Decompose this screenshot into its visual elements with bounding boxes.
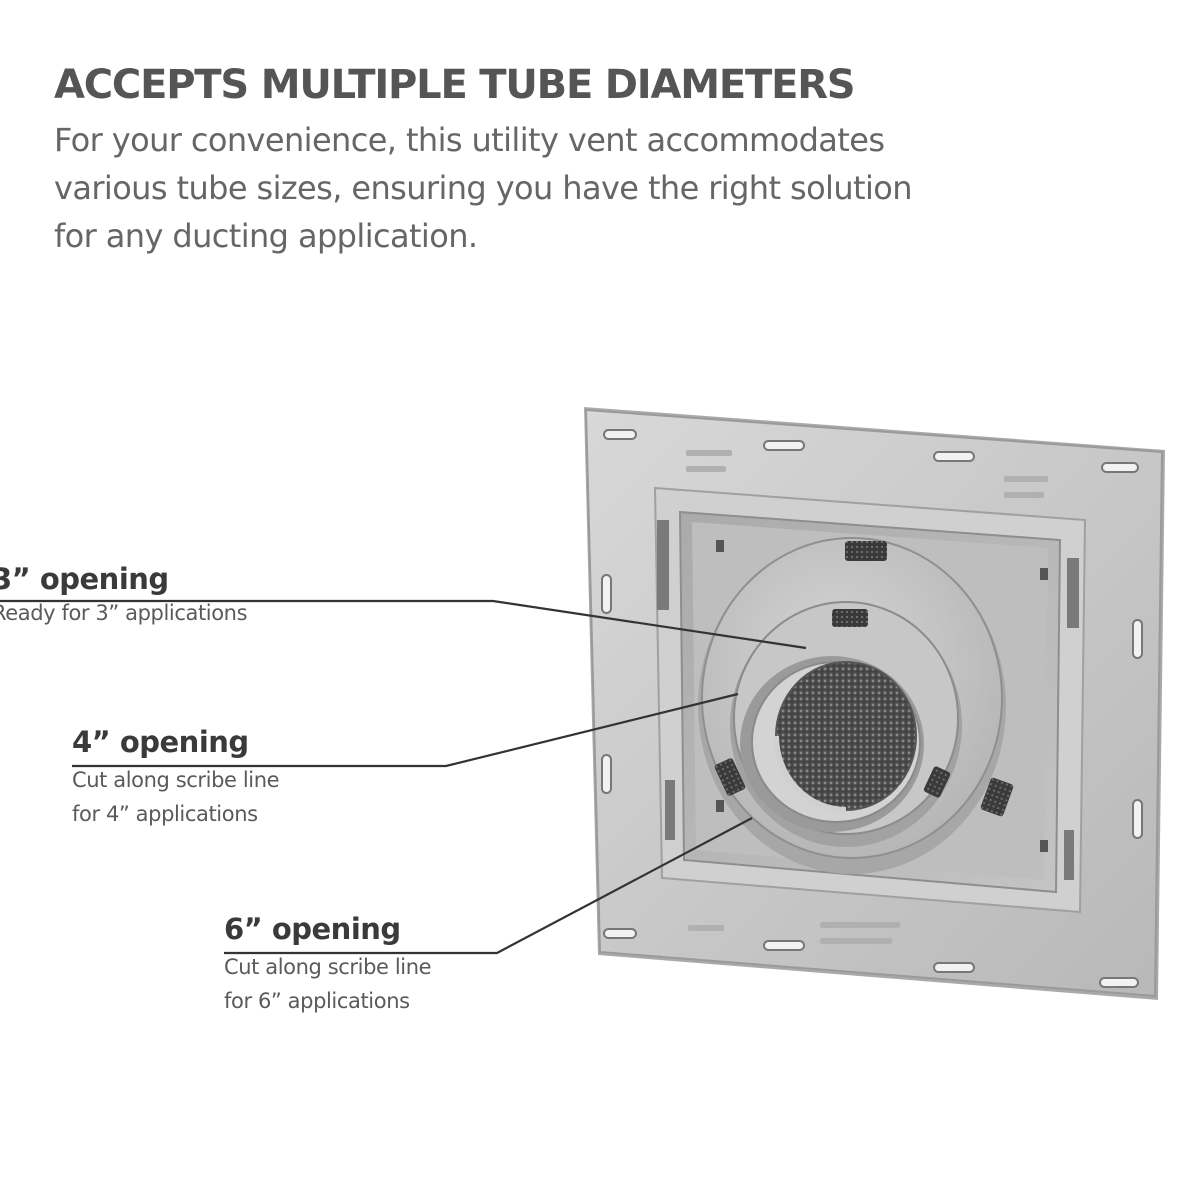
callout-title: 4” opening [72,725,249,759]
callout-description: for 4” applications [72,802,258,826]
callout-description: for 6” applications [224,989,410,1013]
page-title: ACCEPTS MULTIPLE TUBE DIAMETERS [54,62,856,108]
callout-title: 3” opening [0,562,169,596]
three-inch-opening [740,656,924,832]
page-description: For your convenience, this utility vent … [54,116,1014,260]
description-line: various tube sizes, ensuring you have th… [54,169,913,207]
nail-slot-icons [601,429,1143,988]
callout-description: Ready for 3” applications [0,601,248,625]
leader-line-6-inch [224,817,753,955]
description-line: for any ducting application. [54,217,478,255]
description-line: For your convenience, this utility vent … [54,121,885,159]
callout-6-inch-opening: 6” opening Cut along scribe line for 6” … [224,912,432,1014]
leader-lines [0,599,807,955]
callout-description: Cut along scribe line [72,768,280,792]
callout-4-inch-opening: 4” opening Cut along scribe line for 4” … [72,725,280,827]
molded-marking-icons [686,450,1048,944]
leader-line-4-inch [72,692,739,768]
leader-line-3-inch [0,599,807,650]
callout-description: Cut along scribe line [224,955,432,979]
callout-3-inch-opening: 3” opening Ready for 3” applications [0,562,248,626]
callout-title: 6” opening [224,912,401,946]
